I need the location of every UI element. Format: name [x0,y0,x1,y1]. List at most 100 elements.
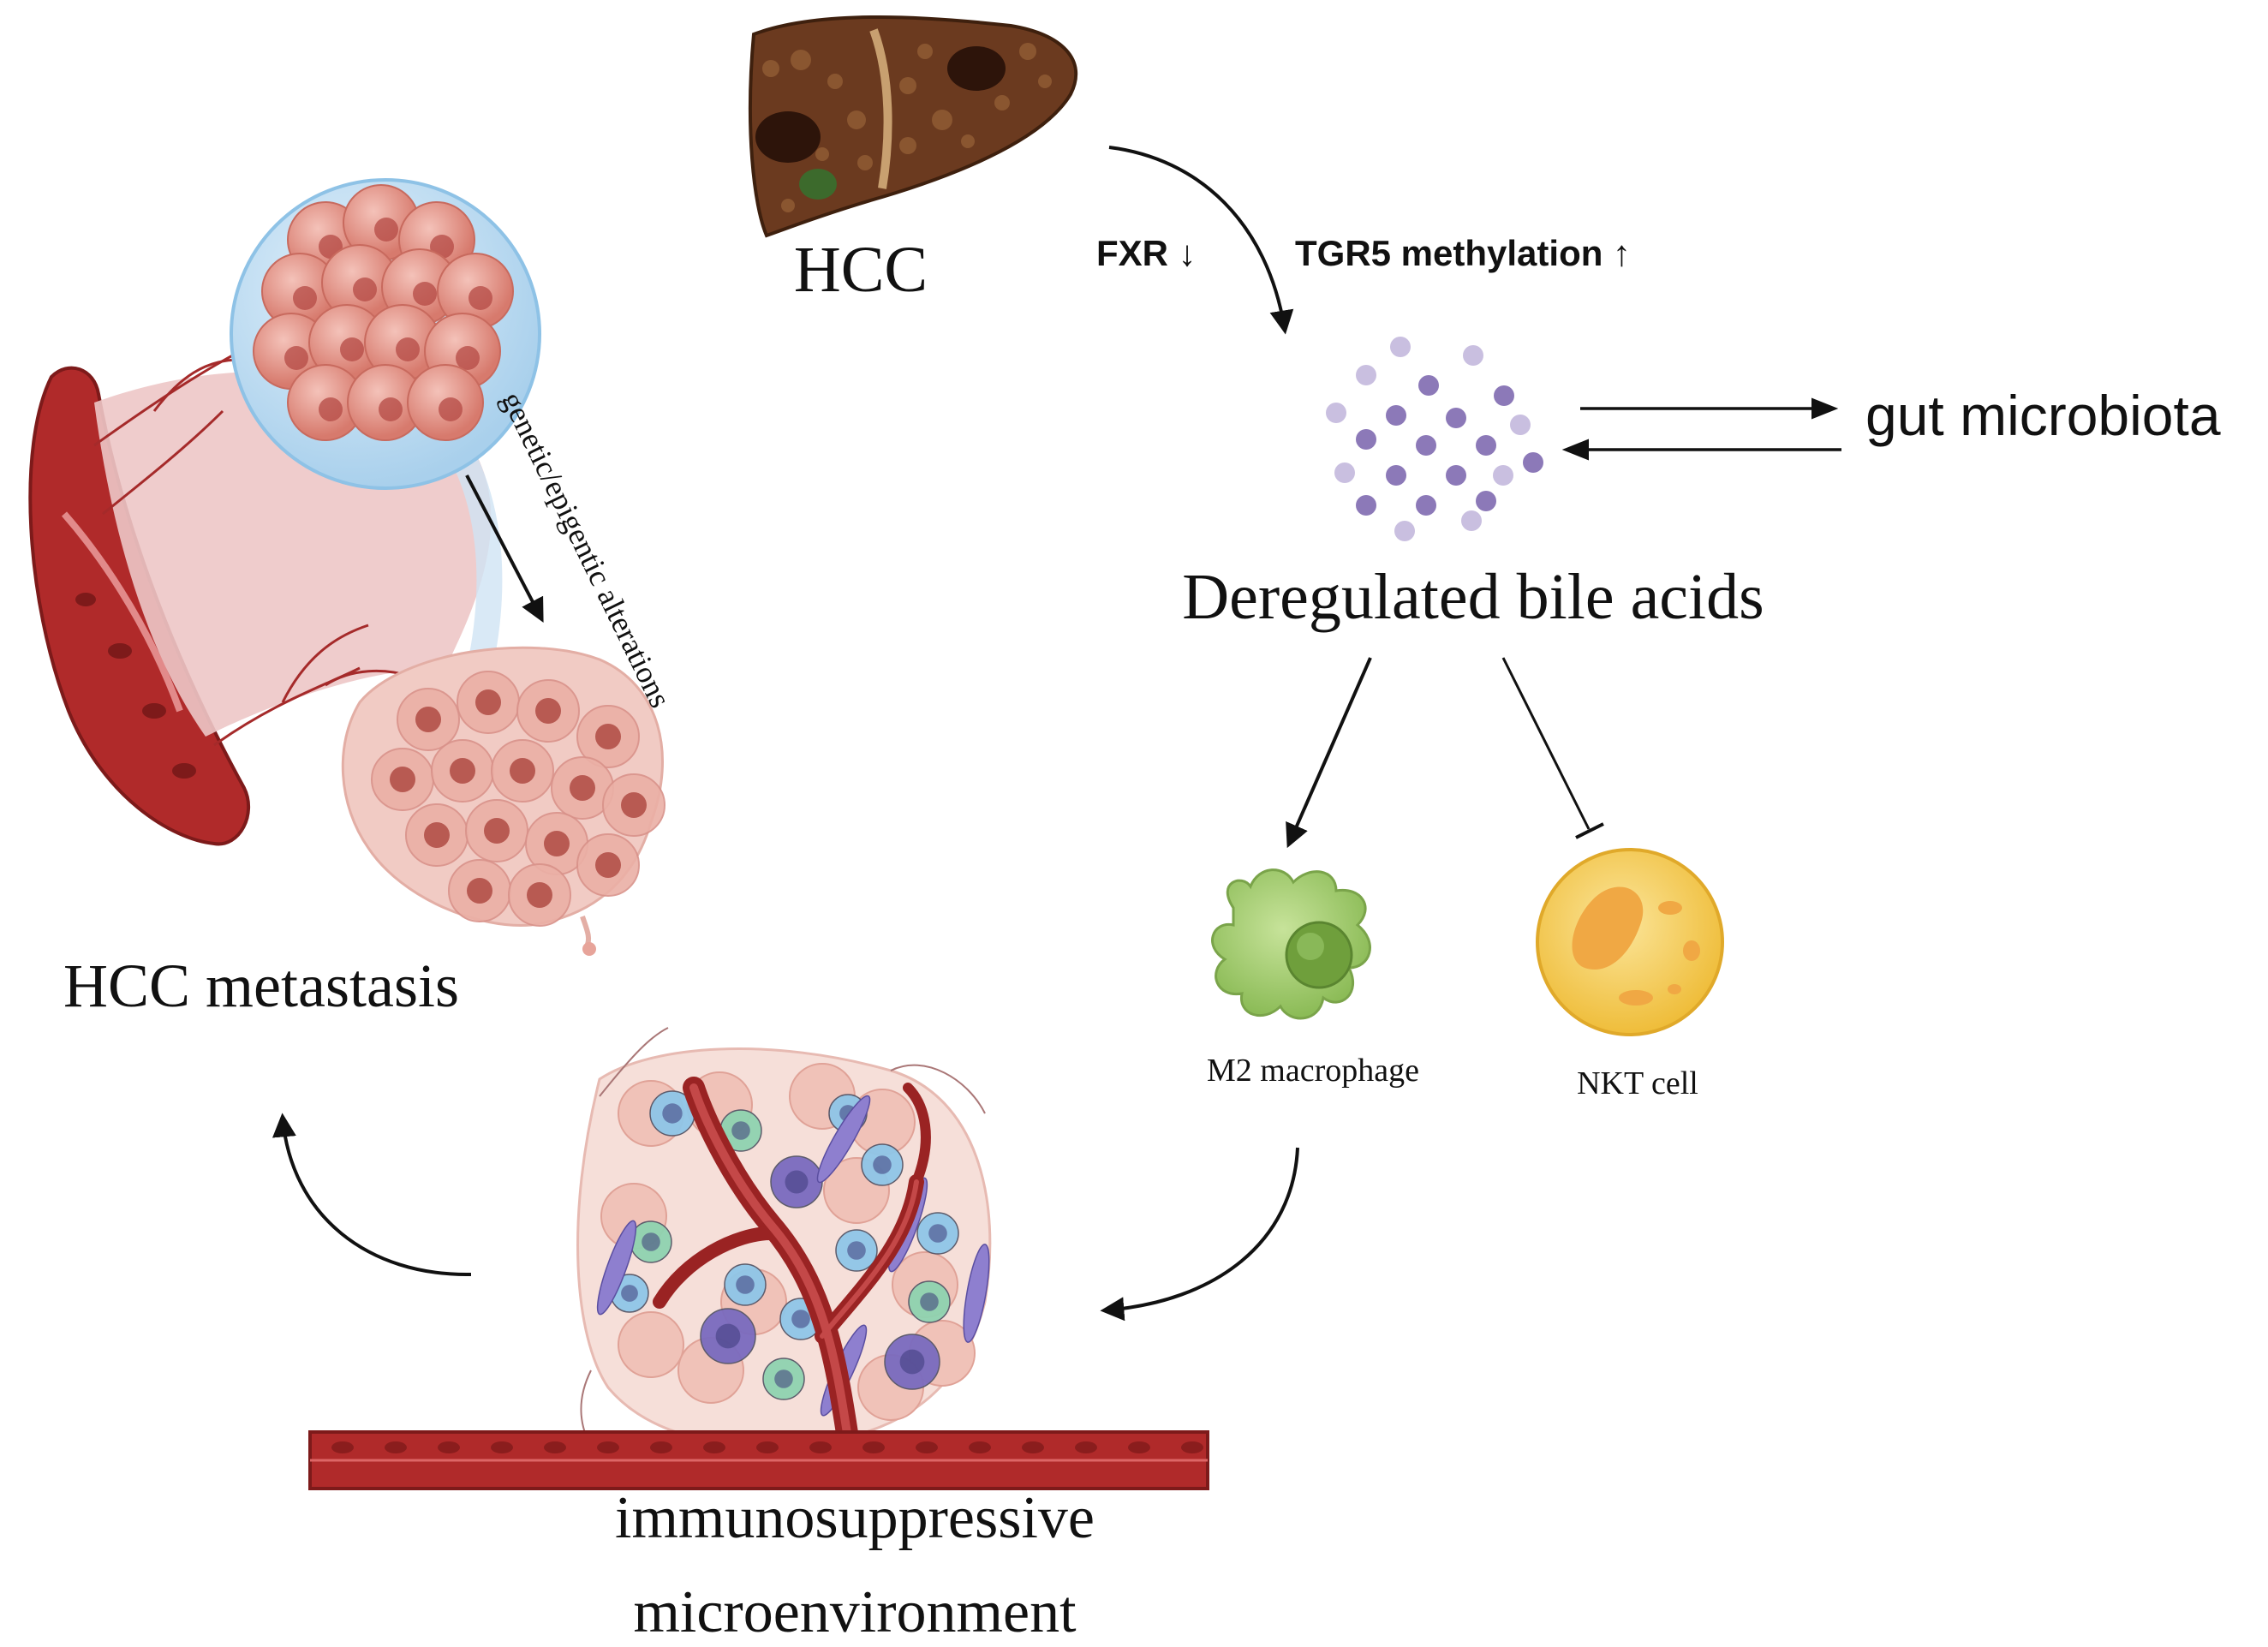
red-blood-cell [544,1441,566,1453]
bile-acid-particle [1493,465,1513,486]
tumor-nucleus [374,218,398,242]
red-blood-cell [703,1441,725,1453]
immune-nucleus [774,1370,793,1388]
immune-nucleus [715,1323,741,1349]
red-blood-cell [1128,1441,1150,1453]
tgr5-label: TGR5 methylation ↑ [1295,233,1631,273]
bile-to-m2-arrow [1286,657,1372,849]
bile-acid-particle [1416,435,1436,456]
immune-nucleus [928,1224,947,1243]
immunosuppressive-label: immunosuppressive [615,1485,1095,1551]
immune-nucleus [791,1310,810,1328]
immune-nucleus [785,1170,809,1194]
bile-acid-particle [1476,435,1496,456]
immune-nucleus [731,1121,750,1140]
bile-acid-particles [1326,337,1543,541]
red-blood-cell [1022,1441,1044,1453]
bile-acid-particle [1390,337,1411,357]
nkt-cell [1536,848,1724,1036]
tumor-cell-cluster [230,178,541,490]
metastatic-nucleus [535,698,561,724]
bile-acid-particle [1418,375,1439,396]
red-blood-cell [385,1441,407,1453]
tumor-nucleus [439,397,463,421]
immune-nucleus [920,1292,939,1311]
m2-macrophage-label: M2 macrophage [1207,1053,1419,1089]
tumor-nucleus [319,397,343,421]
tumor-nucleus [396,337,420,361]
metastatic-nucleus [450,758,475,784]
red-blood-cell [969,1441,991,1453]
bile-acid-particle [1416,495,1436,516]
horizontal-vessel [308,1430,1209,1490]
tumor-nucleus [413,282,437,306]
metastatic-nucleus [390,767,415,792]
metastatic-nucleus [570,775,595,801]
bile-acid-particle [1476,491,1496,511]
red-blood-cell [597,1441,619,1453]
metastatic-nucleus [527,882,552,908]
red-blood-cell [756,1441,779,1453]
metastatic-nucleus [544,831,570,856]
red-blood-cell [491,1441,513,1453]
tumor-nucleus [469,286,492,310]
metastatic-nucleus [595,852,621,878]
m2-macrophage-cell [1211,868,1371,1020]
red-blood-cell [862,1441,885,1453]
red-blood-cell [1181,1441,1203,1453]
bile-acid-particle [1446,465,1466,486]
tme-tumor-cell [618,1311,684,1378]
genetic-arrow [465,474,544,623]
nkt-cell-label: NKT cell [1577,1065,1698,1101]
bile-acid-particle [1463,345,1483,366]
metastatic-nucleus [595,724,621,749]
bile-acids-label: Deregulated bile acids [1182,561,1764,633]
tumor-nucleus [456,346,480,370]
bile-acid-particle [1461,510,1482,531]
immune-nucleus [873,1155,892,1174]
blood-vessel [28,366,250,846]
bile-acid-particle [1510,415,1531,435]
red-blood-cell [1075,1441,1097,1453]
metastatic-nucleus [510,758,535,784]
metastatic-nucleus [484,818,510,844]
fibroblast [596,1220,637,1316]
metastatic-nucleus [424,822,450,848]
tumor-nucleus [340,337,364,361]
bile-acid-particle [1523,452,1543,473]
tme-to-metastasis-arrow [272,1113,472,1277]
fxr-label: FXR ↓ [1096,233,1197,273]
red-blood-cell [331,1441,354,1453]
bile-acid-particle [1334,462,1355,483]
red-blood-cell [916,1441,938,1453]
gut-microbiota-label: gut microbiota [1865,384,2221,447]
tumor-nucleus [293,286,317,310]
immune-nucleus [642,1232,660,1251]
red-blood-cell [438,1441,460,1453]
bile-acid-particle [1356,495,1376,516]
hcc-label: HCC [794,234,928,306]
tumor-microenvironment [576,1027,992,1450]
metastatic-nucleus [415,707,441,732]
bile-acid-particle [1394,521,1415,541]
bile-acid-particle [1356,429,1376,450]
bile-acid-particle [1494,385,1514,406]
red-blood-cell [809,1441,832,1453]
tumor-nucleus [379,397,403,421]
bile-acid-particle [1446,408,1466,428]
bile-acid-particle [1386,465,1406,486]
tumor-nucleus [284,346,308,370]
bile-acid-particle [1386,405,1406,426]
metastatic-nucleus [475,689,501,715]
immune-nucleus [662,1103,683,1124]
tumor-nucleus [353,277,377,301]
bile-acid-particle [1356,365,1376,385]
bile-acid-particle [1326,403,1346,423]
red-blood-cell [650,1441,672,1453]
immune-nucleus [736,1275,755,1294]
metastatic-nucleus [621,792,647,818]
metastatic-nucleus [467,878,492,904]
immune-nucleus [899,1349,925,1375]
